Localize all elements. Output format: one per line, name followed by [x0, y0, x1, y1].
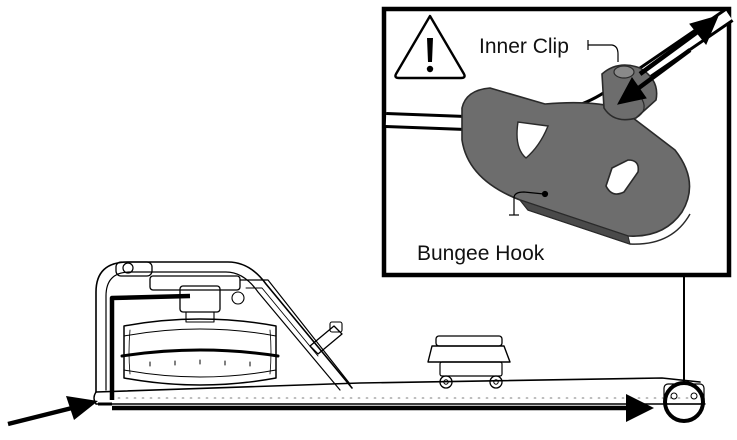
front-frame: [95, 261, 353, 393]
warning-triangle-icon: [394, 14, 466, 80]
rail: [93, 377, 706, 405]
rowing-machine: [93, 261, 706, 405]
handle-holder: [309, 321, 343, 355]
bungee-cord-path: [98, 293, 640, 411]
entry-arrow: [7, 396, 98, 427]
water-tank: [120, 318, 280, 386]
detail-inset: Inner Clip Bungee Hook: [381, 6, 734, 278]
bungee-hook-label: Bungee Hook: [417, 242, 545, 265]
seat: [427, 335, 511, 389]
leader-lines: [509, 40, 619, 216]
inset-arrows: [617, 15, 719, 105]
head-pulley: [115, 261, 245, 323]
inner-clip-label: Inner Clip: [479, 35, 569, 58]
bungee-hook-plate: [461, 87, 691, 245]
rear-highlight: [663, 275, 705, 423]
rear-arrow: [626, 394, 654, 422]
